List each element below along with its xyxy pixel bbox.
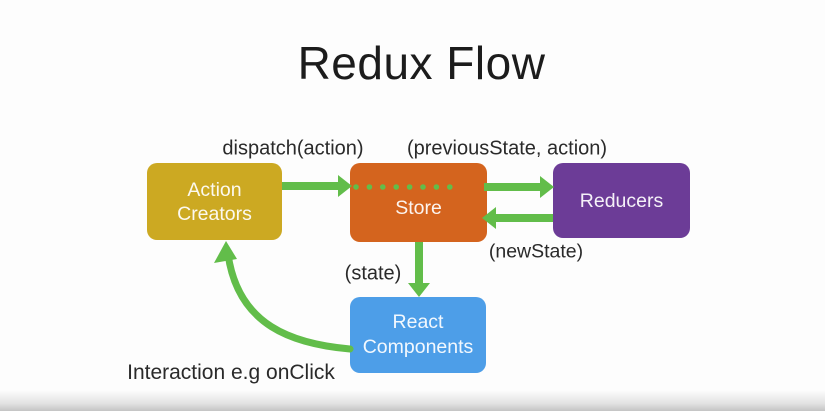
arrow-interaction-icon <box>214 241 354 353</box>
node-reducers-label: Reducers <box>579 189 664 212</box>
edge-label-previous-state: (previousState, action) <box>406 137 608 160</box>
node-react-components-label: React Components <box>362 311 474 358</box>
arrow-previous-state-icon <box>484 176 554 198</box>
edge-label-dispatch: dispatch(action) <box>222 137 364 160</box>
bottom-gradient-bar <box>0 390 825 411</box>
edge-label-state: (state) <box>344 262 402 285</box>
node-action-creators: Action Creators <box>147 163 282 240</box>
node-store: Store <box>350 163 487 242</box>
arrow-new-state-icon <box>482 207 553 229</box>
node-action-creators-label: Action Creators <box>177 178 252 225</box>
arrow-dispatch-icon <box>282 175 352 197</box>
edge-label-interaction: Interaction e.g onClick <box>127 361 335 384</box>
edge-label-new-state: (newState) <box>488 240 584 263</box>
node-react-components: React Components <box>350 297 486 373</box>
page-title: Redux Flow <box>297 37 546 89</box>
node-reducers: Reducers <box>553 163 690 238</box>
node-store-label: Store <box>395 196 442 219</box>
arrow-state-icon <box>408 242 430 297</box>
